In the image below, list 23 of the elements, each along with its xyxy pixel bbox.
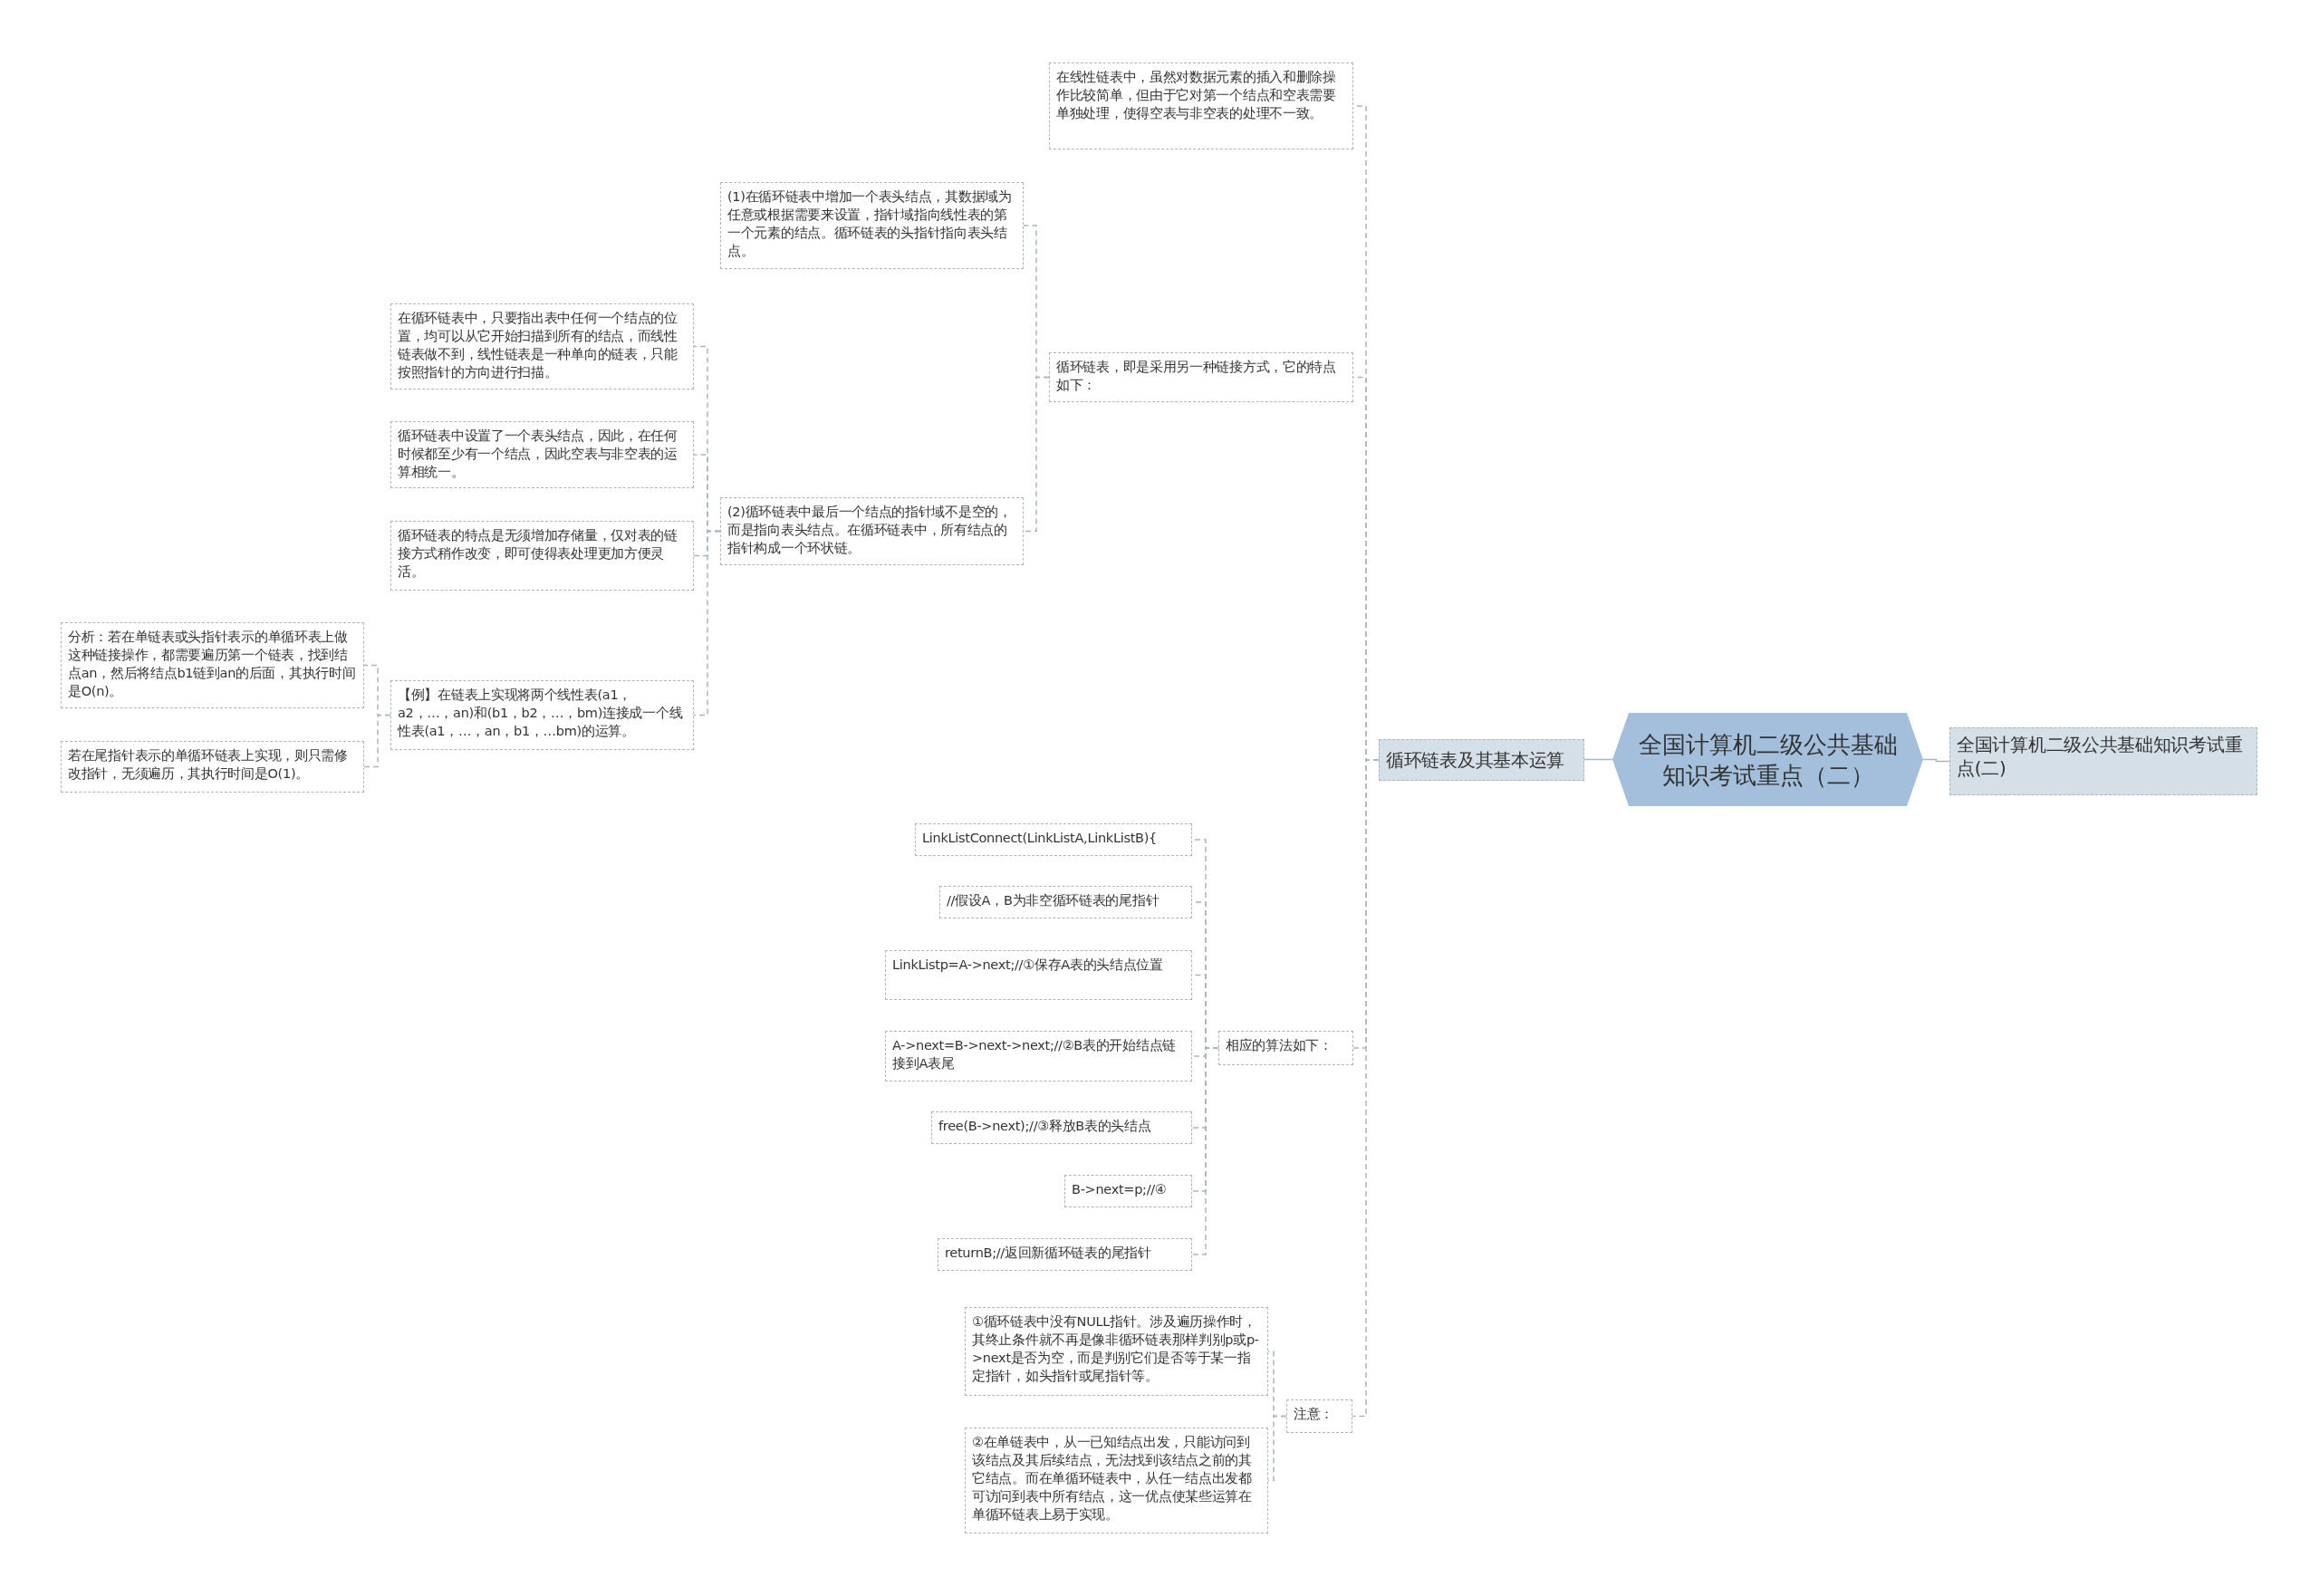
note-box: 相应的算法如下：: [1218, 1031, 1353, 1065]
note-box: 在线性链表中，虽然对数据元素的插入和删除操作比较简单，但由于它对第一个结点和空表需要单独处理，使得空表与非空表的处理不一致。: [1049, 62, 1353, 149]
note-box: 在循环链表中，只要指出表中任何一个结点的位置，均可以从它开始扫描到所有的结点，而线性链表做不到，线性链表是一种单向的链表，只能按照指针的方向进行扫描。: [390, 303, 694, 389]
note-box: 【例】在链表上实现将两个线性表(a1，a2，…，an)和(b1，b2，…，bm)连接成一个线性表(a1，…，an，b1，…bm)的运算。: [390, 680, 694, 750]
topic-box: 循环链表及其基本运算: [1379, 739, 1584, 781]
connector-line: [1922, 758, 1950, 763]
note-box: 循环链表中设置了一个表头结点，因此，在任何时候都至少有一个结点，因此空表与非空表的运算相统一。: [390, 421, 694, 488]
note-box: 分析：若在单链表或头指针表示的单循环表上做这种链接操作，都需要遍历第一个链表，找到结点an，然后将结点b1链到an的后面，其执行时间是O(n)。: [61, 622, 364, 708]
note-box: ①循环链表中没有NULL指针。涉及遍历操作时，其终止条件就不再是像非循环链表那样判别p或p->next是否为空，而是判别它们是否等于某一指定指针，如头指针或尾指针等。: [965, 1307, 1268, 1396]
note-box: 注意：: [1286, 1399, 1352, 1433]
note-box: (1)在循环链表中增加一个表头结点，其数据域为任意或根据需要来设置，指针域指向线性表的第一个元素的结点。循环链表的头指针指向表头结点。: [720, 182, 1024, 269]
connector-line: [693, 530, 721, 716]
note-box: ②在单链表中，从一已知结点出发，只能访问到该结点及其后续结点，无法找到该结点之前的其它结点。而在单循环链表中，从任一结点出发都可访问到表中所有结点，这一优点使某些运算在单循环链表上易于实现。: [965, 1428, 1268, 1534]
note-box: 若在尾指针表示的单循环链表上实现，则只需修改指针，无须遍历，其执行时间是O(1)。: [61, 741, 364, 793]
topic-box: 全国计算机二级公共基础知识考试重点(二): [1949, 727, 2257, 795]
note-box: 循环链表，即是采用另一种链接方式，它的特点如下：: [1049, 352, 1353, 402]
connector-line: [1023, 376, 1050, 533]
connector-line: [1583, 758, 1613, 761]
central-topic: 全国计算机二级公共基础知识考试重点（二）: [1612, 713, 1923, 806]
note-box: (2)循环链表中最后一个结点的指针域不是空的，而是指向表头结点。在循环链表中，所有结点的指针构成一个环状链。: [720, 497, 1024, 565]
connector-line: [1191, 1047, 1219, 1255]
connector-line: [363, 714, 391, 768]
note-box: 循环链表的特点是无须增加存储量，仅对表的链接方式稍作改变，即可使得表处理更加方便灵活。: [390, 521, 694, 591]
